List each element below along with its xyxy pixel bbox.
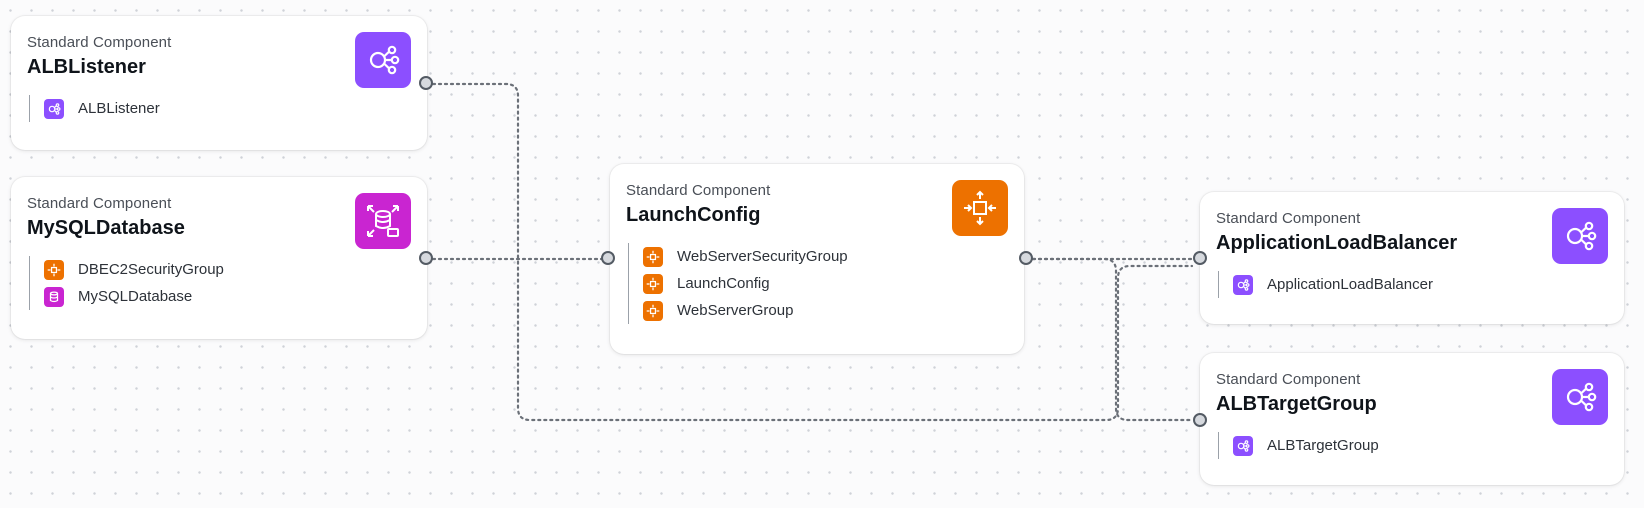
share-nodes-icon bbox=[44, 98, 64, 119]
resource-item-label: ALBListener bbox=[78, 100, 160, 117]
resource-list: ALBTargetGroup bbox=[1218, 432, 1608, 459]
resource-item[interactable]: DBEC2SecurityGroup bbox=[44, 256, 411, 283]
albtargetgroup-input-port[interactable] bbox=[1193, 413, 1207, 427]
node-title: ALBListener bbox=[27, 56, 146, 78]
database-icon bbox=[355, 193, 411, 249]
resource-item[interactable]: ALBListener bbox=[44, 95, 411, 122]
node-kind-label: Standard Component bbox=[1216, 371, 1361, 388]
resource-item-label: WebServerGroup bbox=[677, 302, 794, 319]
node-applicationloadbalancer[interactable]: Standard Component ApplicationLoadBalanc… bbox=[1200, 192, 1624, 324]
node-kind-label: Standard Component bbox=[27, 34, 172, 51]
mysqldatabase-output-port[interactable] bbox=[419, 251, 433, 265]
compute-icon bbox=[643, 246, 663, 267]
autoscaling-icon bbox=[952, 180, 1008, 236]
applicationloadbalancer-input-port[interactable] bbox=[1193, 251, 1207, 265]
node-kind-label: Standard Component bbox=[27, 195, 172, 212]
resource-item-label: DBEC2SecurityGroup bbox=[78, 261, 224, 278]
node-alblistener[interactable]: Standard Component ALBListener ALBListen… bbox=[11, 16, 427, 150]
connection-launchconfig-albtargetgroup bbox=[1025, 257, 1194, 422]
compute-icon bbox=[44, 259, 64, 280]
share-nodes-icon bbox=[355, 32, 411, 88]
resource-item-label: MySQLDatabase bbox=[78, 288, 193, 305]
resource-item[interactable]: WebServerSecurityGroup bbox=[643, 243, 1008, 270]
resource-item-label: WebServerSecurityGroup bbox=[677, 248, 848, 265]
resource-item[interactable]: ApplicationLoadBalancer bbox=[1233, 271, 1608, 298]
launchconfig-input-port[interactable] bbox=[601, 251, 615, 265]
resource-item[interactable]: MySQLDatabase bbox=[44, 283, 411, 310]
share-nodes-icon bbox=[1233, 274, 1253, 295]
resource-item[interactable]: ALBTargetGroup bbox=[1233, 432, 1608, 459]
share-nodes-icon bbox=[1552, 369, 1608, 425]
resource-item-label: ALBTargetGroup bbox=[1267, 437, 1379, 454]
node-albtargetgroup[interactable]: Standard Component ALBTargetGroup ALBTar… bbox=[1200, 353, 1624, 485]
database-icon bbox=[44, 286, 64, 307]
resource-item-label: ApplicationLoadBalancer bbox=[1267, 276, 1433, 293]
node-mysqldatabase[interactable]: Standard Component MySQLDatabase DBEC2Se… bbox=[11, 177, 427, 339]
resource-list: ALBListener bbox=[29, 95, 411, 122]
compute-icon bbox=[643, 273, 663, 294]
resource-list: DBEC2SecurityGroup MySQLDatabase bbox=[29, 256, 411, 310]
share-nodes-icon bbox=[1233, 435, 1253, 456]
alblistener-output-port[interactable] bbox=[419, 76, 433, 90]
node-title: MySQLDatabase bbox=[27, 217, 185, 239]
resource-item[interactable]: WebServerGroup bbox=[643, 297, 1008, 324]
resource-item-label: LaunchConfig bbox=[677, 275, 770, 292]
compute-icon bbox=[643, 300, 663, 321]
share-nodes-icon bbox=[1552, 208, 1608, 264]
node-title: LaunchConfig bbox=[626, 204, 761, 226]
resource-list: ApplicationLoadBalancer bbox=[1218, 271, 1608, 298]
resource-list: WebServerSecurityGroup LaunchConfig WebS… bbox=[628, 243, 1008, 324]
node-kind-label: Standard Component bbox=[626, 182, 771, 199]
node-launchconfig[interactable]: Standard Component LaunchConfig WebServe… bbox=[610, 164, 1024, 354]
node-title: ALBTargetGroup bbox=[1216, 393, 1377, 415]
launchconfig-output-port[interactable] bbox=[1019, 251, 1033, 265]
node-kind-label: Standard Component bbox=[1216, 210, 1361, 227]
resource-item[interactable]: LaunchConfig bbox=[643, 270, 1008, 297]
node-title: ApplicationLoadBalancer bbox=[1216, 232, 1458, 254]
